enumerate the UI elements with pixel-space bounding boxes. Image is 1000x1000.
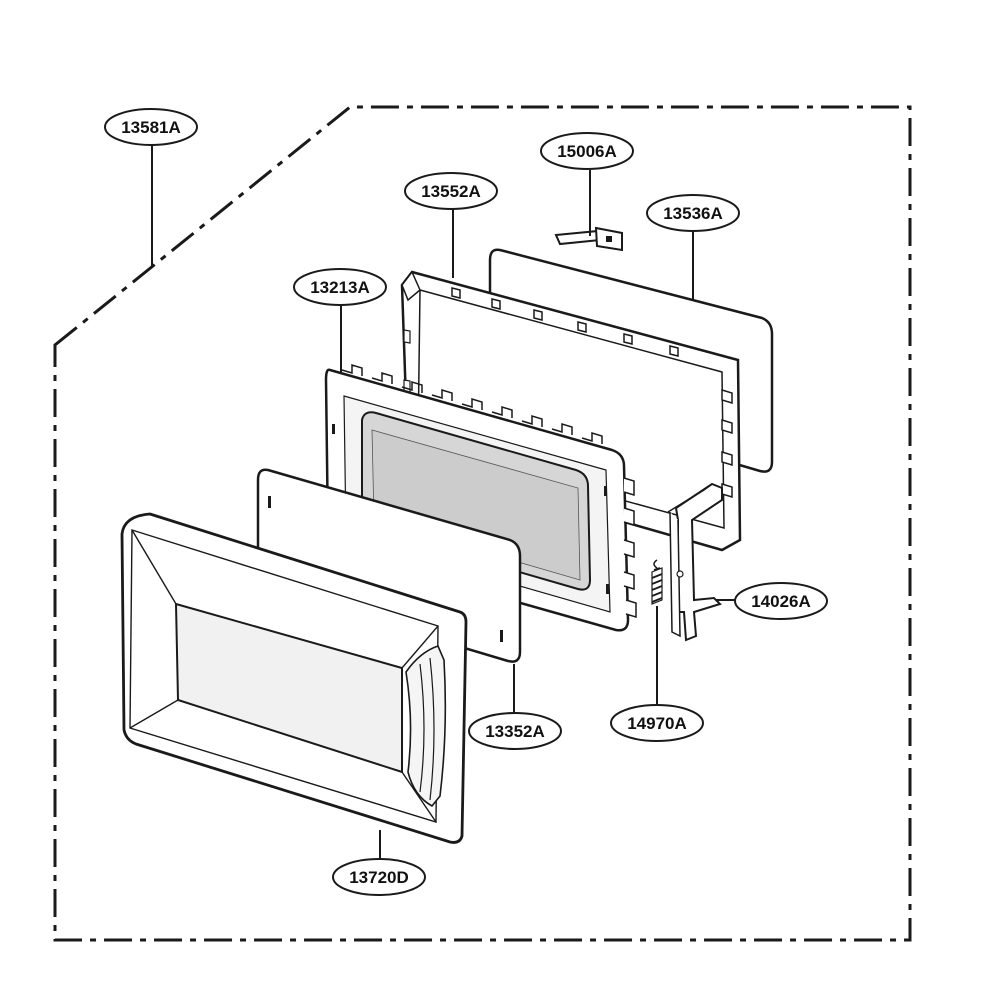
leader-lines bbox=[151, 145, 737, 858]
spring-part bbox=[651, 559, 663, 605]
door-panel-part bbox=[120, 512, 468, 844]
callout-latch-hook: 14026A bbox=[734, 582, 828, 620]
callout-assembly-label: 13581A bbox=[121, 118, 181, 137]
callout-spring-label: 14970A bbox=[627, 714, 687, 733]
callout-door-screen: 13352A bbox=[468, 712, 562, 750]
callout-hinge-plate: 15006A bbox=[540, 132, 634, 170]
callout-choke-cover-label: 13536A bbox=[663, 204, 723, 223]
callout-door-frame-label: 13552A bbox=[421, 182, 481, 201]
callout-choke-cover: 13536A bbox=[646, 194, 740, 232]
callout-hinge-plate-label: 15006A bbox=[557, 142, 617, 161]
callout-assembly: 13581A bbox=[104, 108, 198, 146]
callout-inner-door-label: 13213A bbox=[310, 278, 370, 297]
callout-spring: 14970A bbox=[610, 704, 704, 742]
latch-hook-part bbox=[667, 482, 723, 642]
callout-door-frame: 13552A bbox=[404, 172, 498, 210]
assembly-boundary bbox=[53, 105, 912, 942]
callout-latch-hook-label: 14026A bbox=[751, 592, 811, 611]
callout-inner-door: 13213A bbox=[293, 268, 387, 306]
callout-door-panel-label: 13720D bbox=[349, 868, 409, 887]
callout-door-screen-label: 13352A bbox=[485, 722, 545, 741]
callout-door-panel: 13720D bbox=[332, 858, 426, 896]
